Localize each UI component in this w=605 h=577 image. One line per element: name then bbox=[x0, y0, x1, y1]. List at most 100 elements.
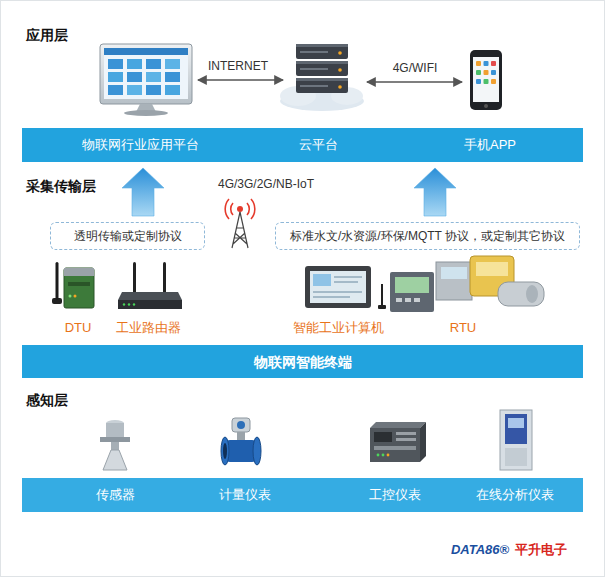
rtu-icon bbox=[476, 262, 508, 276]
level-sensor-icon bbox=[106, 423, 124, 437]
network-label: 4G/3G/2G/NB-IoT bbox=[218, 177, 314, 191]
band-text: 云平台 bbox=[299, 137, 338, 153]
brand-name: 平升电子 bbox=[515, 542, 567, 558]
rtu-icon bbox=[396, 298, 402, 302]
monitor-icon bbox=[108, 85, 123, 95]
monitor-icon bbox=[104, 48, 188, 99]
monitor-icon bbox=[104, 48, 188, 55]
plc-icon bbox=[374, 446, 416, 450]
phone-icon bbox=[491, 70, 496, 75]
monitor-icon bbox=[108, 72, 123, 82]
monitor-icon bbox=[146, 85, 161, 95]
analyzer-cabinet-icon bbox=[505, 448, 527, 466]
terminal-band: 物联网智能终端 bbox=[22, 345, 583, 378]
device-label: 智能工业计算机 bbox=[293, 320, 384, 336]
router-icon bbox=[163, 262, 166, 293]
flow-meter-icon bbox=[226, 440, 256, 462]
phone-icon bbox=[491, 79, 496, 84]
level-sensor-icon bbox=[100, 437, 130, 442]
signal-tower-icon bbox=[247, 203, 249, 215]
flow-arrow bbox=[122, 168, 164, 216]
analyzer-cabinet-icon bbox=[500, 410, 532, 470]
flow-meter-icon bbox=[221, 437, 229, 465]
band-text: 物联网智能终端 bbox=[254, 353, 352, 370]
dtu-icon bbox=[69, 295, 72, 298]
rtu-icon bbox=[378, 256, 544, 312]
link-label: 4G/WIFI bbox=[393, 61, 438, 75]
industrial-computer-icon bbox=[305, 266, 371, 308]
analyzer-cabinet-icon bbox=[500, 410, 532, 470]
level-sensor-icon bbox=[100, 420, 130, 470]
plc-icon bbox=[370, 422, 426, 462]
cloud-server-icon bbox=[338, 68, 342, 72]
cloud-server-icon bbox=[338, 51, 342, 55]
analyzer-cabinet-icon bbox=[508, 418, 524, 428]
rtu-icon bbox=[395, 277, 429, 293]
plc-icon bbox=[396, 432, 416, 435]
signal-tower-icon bbox=[251, 199, 255, 219]
phone-icon bbox=[484, 61, 489, 66]
cloud-server-icon bbox=[280, 44, 364, 111]
flow-arrow bbox=[414, 168, 456, 216]
router-icon bbox=[123, 303, 125, 305]
phone-icon bbox=[484, 79, 489, 84]
flow-meter-icon bbox=[237, 432, 245, 440]
plc-icon bbox=[382, 454, 385, 457]
plc-icon bbox=[387, 454, 390, 457]
band-text: 传感器 bbox=[96, 487, 135, 503]
analyzer-cabinet-icon bbox=[505, 414, 527, 444]
industrial-computer-icon bbox=[310, 271, 366, 303]
cloud-server-icon bbox=[296, 61, 348, 64]
monitor-icon bbox=[127, 85, 142, 95]
signal-tower-icon bbox=[225, 199, 229, 219]
band-text: 工控仪表 bbox=[369, 487, 421, 503]
phone-icon bbox=[476, 70, 481, 75]
monitor-icon bbox=[127, 59, 142, 69]
rtu-icon bbox=[498, 282, 544, 306]
phone-icon bbox=[484, 104, 488, 108]
band-text: 在线分析仪表 bbox=[476, 487, 554, 503]
rtu-icon bbox=[378, 305, 386, 309]
phone-icon bbox=[470, 50, 502, 110]
phone-icon bbox=[476, 61, 481, 66]
device-label: DTU bbox=[65, 320, 92, 336]
wireless-double-arrow bbox=[367, 82, 462, 83]
plc-icon bbox=[374, 432, 392, 442]
industrial-computer-icon bbox=[313, 277, 362, 297]
rtu-icon bbox=[390, 272, 434, 312]
flow-meter-icon bbox=[253, 437, 261, 465]
rtu-icon bbox=[414, 298, 420, 302]
flow-meter-icon bbox=[232, 418, 250, 432]
layer-heading: 感知层 bbox=[26, 392, 68, 409]
layer-heading: 应用层 bbox=[26, 27, 68, 44]
router-icon bbox=[128, 303, 130, 305]
industrial-computer-icon bbox=[313, 274, 331, 286]
rtu-icon bbox=[436, 262, 472, 300]
monitor-icon bbox=[165, 59, 180, 69]
flow-meter-icon bbox=[237, 421, 245, 429]
band-text: 物联网行业应用平台 bbox=[82, 137, 199, 153]
plc-icon bbox=[370, 422, 426, 428]
brand-logo: DATA86® bbox=[451, 542, 509, 558]
rtu-icon bbox=[381, 284, 383, 306]
device-label: 工业路由器 bbox=[116, 320, 181, 336]
monitor-icon bbox=[100, 44, 192, 116]
internet-double-arrow bbox=[198, 80, 283, 81]
protocol-box: 标准水文/水资源/环保/MQTT 协议，或定制其它协议 bbox=[275, 222, 580, 250]
dtu-icon bbox=[52, 262, 94, 308]
router-icon bbox=[118, 292, 182, 300]
signal-tower-icon bbox=[237, 206, 243, 212]
level-sensor-icon bbox=[103, 450, 127, 470]
rtu-icon bbox=[405, 298, 411, 302]
rtu-icon bbox=[441, 267, 467, 279]
cloud-server-icon bbox=[296, 78, 348, 81]
plc-icon bbox=[370, 428, 420, 462]
monitor-icon bbox=[146, 59, 161, 69]
cloud-server-icon bbox=[296, 44, 348, 59]
platform-band: 物联网行业应用平台云平台手机APP bbox=[22, 128, 583, 162]
flow-meter-icon bbox=[221, 418, 261, 465]
router-icon bbox=[133, 262, 136, 293]
signal-tower-icon bbox=[225, 199, 255, 248]
